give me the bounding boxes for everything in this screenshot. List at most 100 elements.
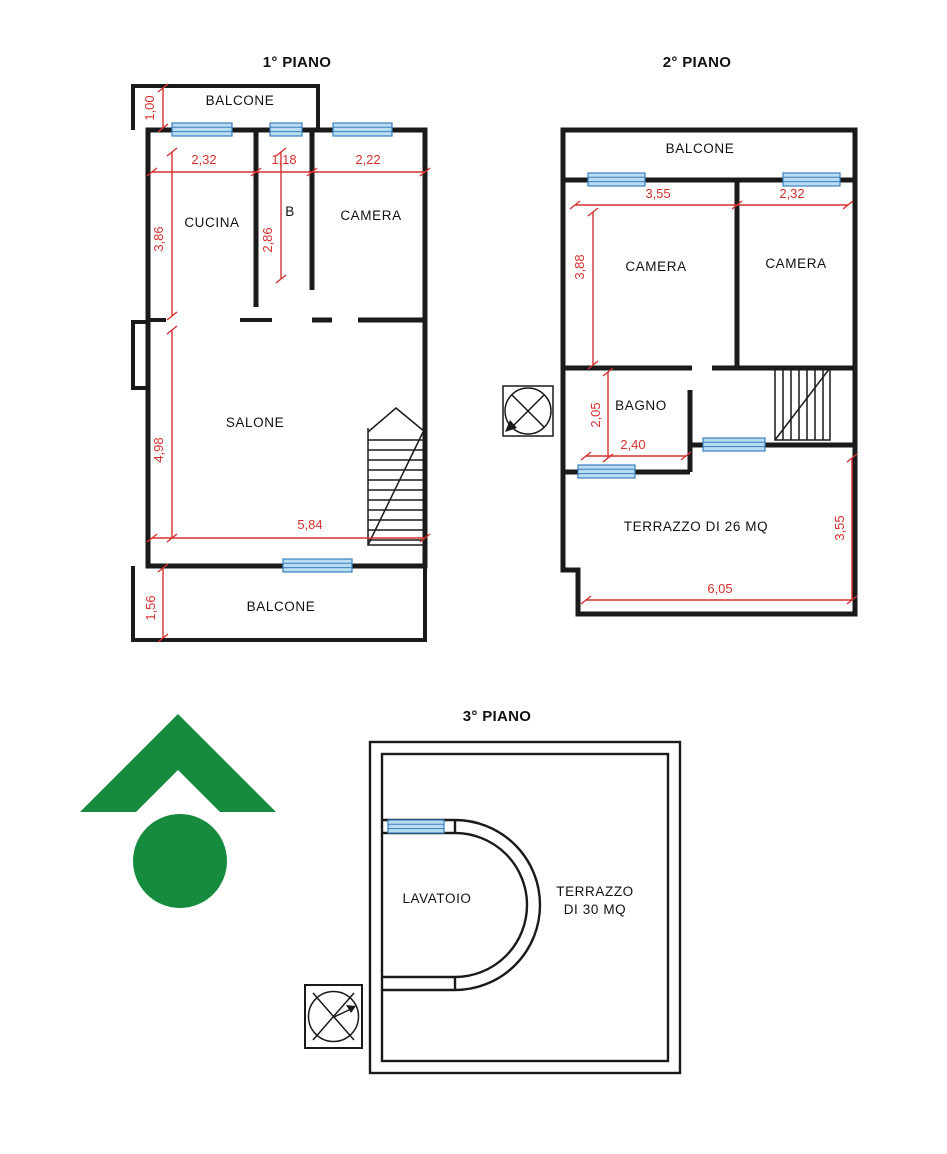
stair-break-line (367, 407, 426, 433)
floor3-plan: 3° PIANO LAVATOIO TERRAZZO DI 30 MQ (304, 708, 682, 1075)
window-glazing-lines (283, 562, 352, 569)
room-label-camera-right: CAMERA (765, 256, 826, 271)
window (387, 819, 445, 834)
dim-label-salone-width: 5,84 (297, 517, 322, 532)
floor1-title: 1° PIANO (263, 54, 331, 71)
room-label-camera: CAMERA (340, 208, 401, 223)
dim-label-balcone-top-depth: 1,00 (142, 95, 157, 120)
agency-logo (80, 714, 276, 908)
room-label-terrazzo: TERRAZZO DI 26 MQ (624, 519, 768, 534)
window-glazing-lines (588, 176, 645, 183)
spiral-stair-cross (511, 394, 545, 428)
dim-line-salone-height (166, 325, 178, 543)
window-frame (269, 122, 303, 137)
dim-label-terrazzo-width: 6,05 (707, 581, 732, 596)
stair-treads (782, 368, 824, 440)
floor1-staircase (367, 407, 426, 546)
window-glazing-lines (783, 176, 840, 183)
window (782, 172, 841, 187)
dim-line-terrazzo-width (580, 595, 852, 605)
spiral-stair-arrowhead (505, 420, 517, 432)
room-label-lavatoio: LAVATOIO (402, 891, 471, 906)
dim-label-cucina-height: 3,86 (151, 226, 166, 251)
window (332, 122, 393, 137)
dim-label-b-width: 1,18 (271, 152, 296, 167)
dim-label-bagno-width: 2,40 (620, 437, 645, 452)
dim-label-camera-left-width: 3,55 (645, 186, 670, 201)
stair-treads (368, 439, 425, 541)
window-frame (171, 122, 233, 137)
dim-label-cucina-width: 2,32 (191, 152, 216, 167)
spiral-stair-cross (312, 992, 355, 1041)
dim-line-bagno-height (602, 367, 614, 463)
dim-label-bagno-height: 2,05 (588, 402, 603, 427)
window-glazing-lines (333, 126, 392, 133)
spiral-stair-circle (504, 387, 552, 435)
floor3-title: 3° PIANO (463, 708, 531, 725)
window-frame (332, 122, 393, 137)
room-label-balcone: BALCONE (666, 141, 735, 156)
window-frame (782, 172, 841, 187)
window (702, 437, 766, 452)
dim-label-terrazzo-depth: 3,55 (832, 515, 847, 540)
dim-line-camera-widths (569, 200, 854, 210)
window (577, 464, 636, 479)
dim-line-camera-height (587, 207, 599, 370)
window-glazing-lines (172, 126, 232, 133)
floor3-lavatoio-curved-wall-outer (454, 818, 542, 992)
room-label-terrazzo-line1: TERRAZZO (556, 884, 634, 899)
floor2-title: 2° PIANO (663, 54, 731, 71)
window-glazing-lines (270, 126, 302, 133)
dim-label-camera-height: 3,88 (572, 254, 587, 279)
window-frame (282, 558, 353, 573)
dim-line-bagno-width (580, 451, 692, 461)
room-label-camera-left: CAMERA (625, 259, 686, 274)
spiral-stair-circle (307, 990, 360, 1043)
dim-label-camera-width: 2,22 (355, 152, 380, 167)
room-label-bagno: BAGNO (615, 398, 667, 413)
dim-label-camera-right-width: 2,32 (779, 186, 804, 201)
room-label-salone: SALONE (226, 415, 284, 430)
dim-line-balcone-top (157, 83, 169, 133)
room-label-balcone-top: BALCONE (206, 93, 275, 108)
spiral-stair-arrow-line (333, 1008, 352, 1018)
stair-diagonal (367, 427, 426, 546)
spiral-stair-arrowhead (346, 1005, 356, 1013)
logo-roof-icon (80, 714, 276, 812)
floor2-plan: 2° PIANO (502, 54, 858, 617)
dim-label-balcone-bottom-depth: 1,56 (143, 595, 158, 620)
window (269, 122, 303, 137)
dim-label-b-height: 2,86 (260, 227, 275, 252)
floor3-outer-wall (368, 740, 682, 1075)
stair-edges (774, 368, 831, 441)
floor3-lavatoio-curved-wall-inner (454, 831, 529, 979)
window-glazing-lines (703, 441, 765, 448)
window-frame (387, 819, 445, 834)
floor3-inner-wall (380, 752, 670, 1063)
spiral-stair-box (502, 385, 554, 437)
floor2-outer-walls (560, 127, 858, 617)
dim-line-b-height (275, 147, 287, 284)
stair-diagonal (774, 367, 831, 441)
floor3-lavatoio-bottom-wall (382, 975, 457, 992)
logo-circle-icon (133, 814, 227, 908)
dim-label-salone-height: 4,98 (151, 437, 166, 462)
window-frame (577, 464, 636, 479)
dim-line-salone-width (146, 533, 431, 543)
window (171, 122, 233, 137)
window-frame (702, 437, 766, 452)
floor3-spiral-staircase (304, 984, 363, 1049)
dim-line-top-widths (146, 167, 431, 177)
floor1-left-wall-notch (131, 320, 148, 390)
room-label-cucina: CUCINA (184, 215, 239, 230)
floor2-spiral-staircase (502, 385, 554, 437)
window-frame (587, 172, 646, 187)
room-label-terrazzo-line2: DI 30 MQ (564, 902, 627, 917)
window (587, 172, 646, 187)
floor2-staircase (774, 367, 831, 441)
room-label-b: B (285, 204, 295, 219)
floor1-plan: 1° PIANO (131, 54, 431, 643)
room-label-balcone-bottom: BALCONE (247, 599, 316, 614)
window-glazing-lines (578, 468, 635, 475)
